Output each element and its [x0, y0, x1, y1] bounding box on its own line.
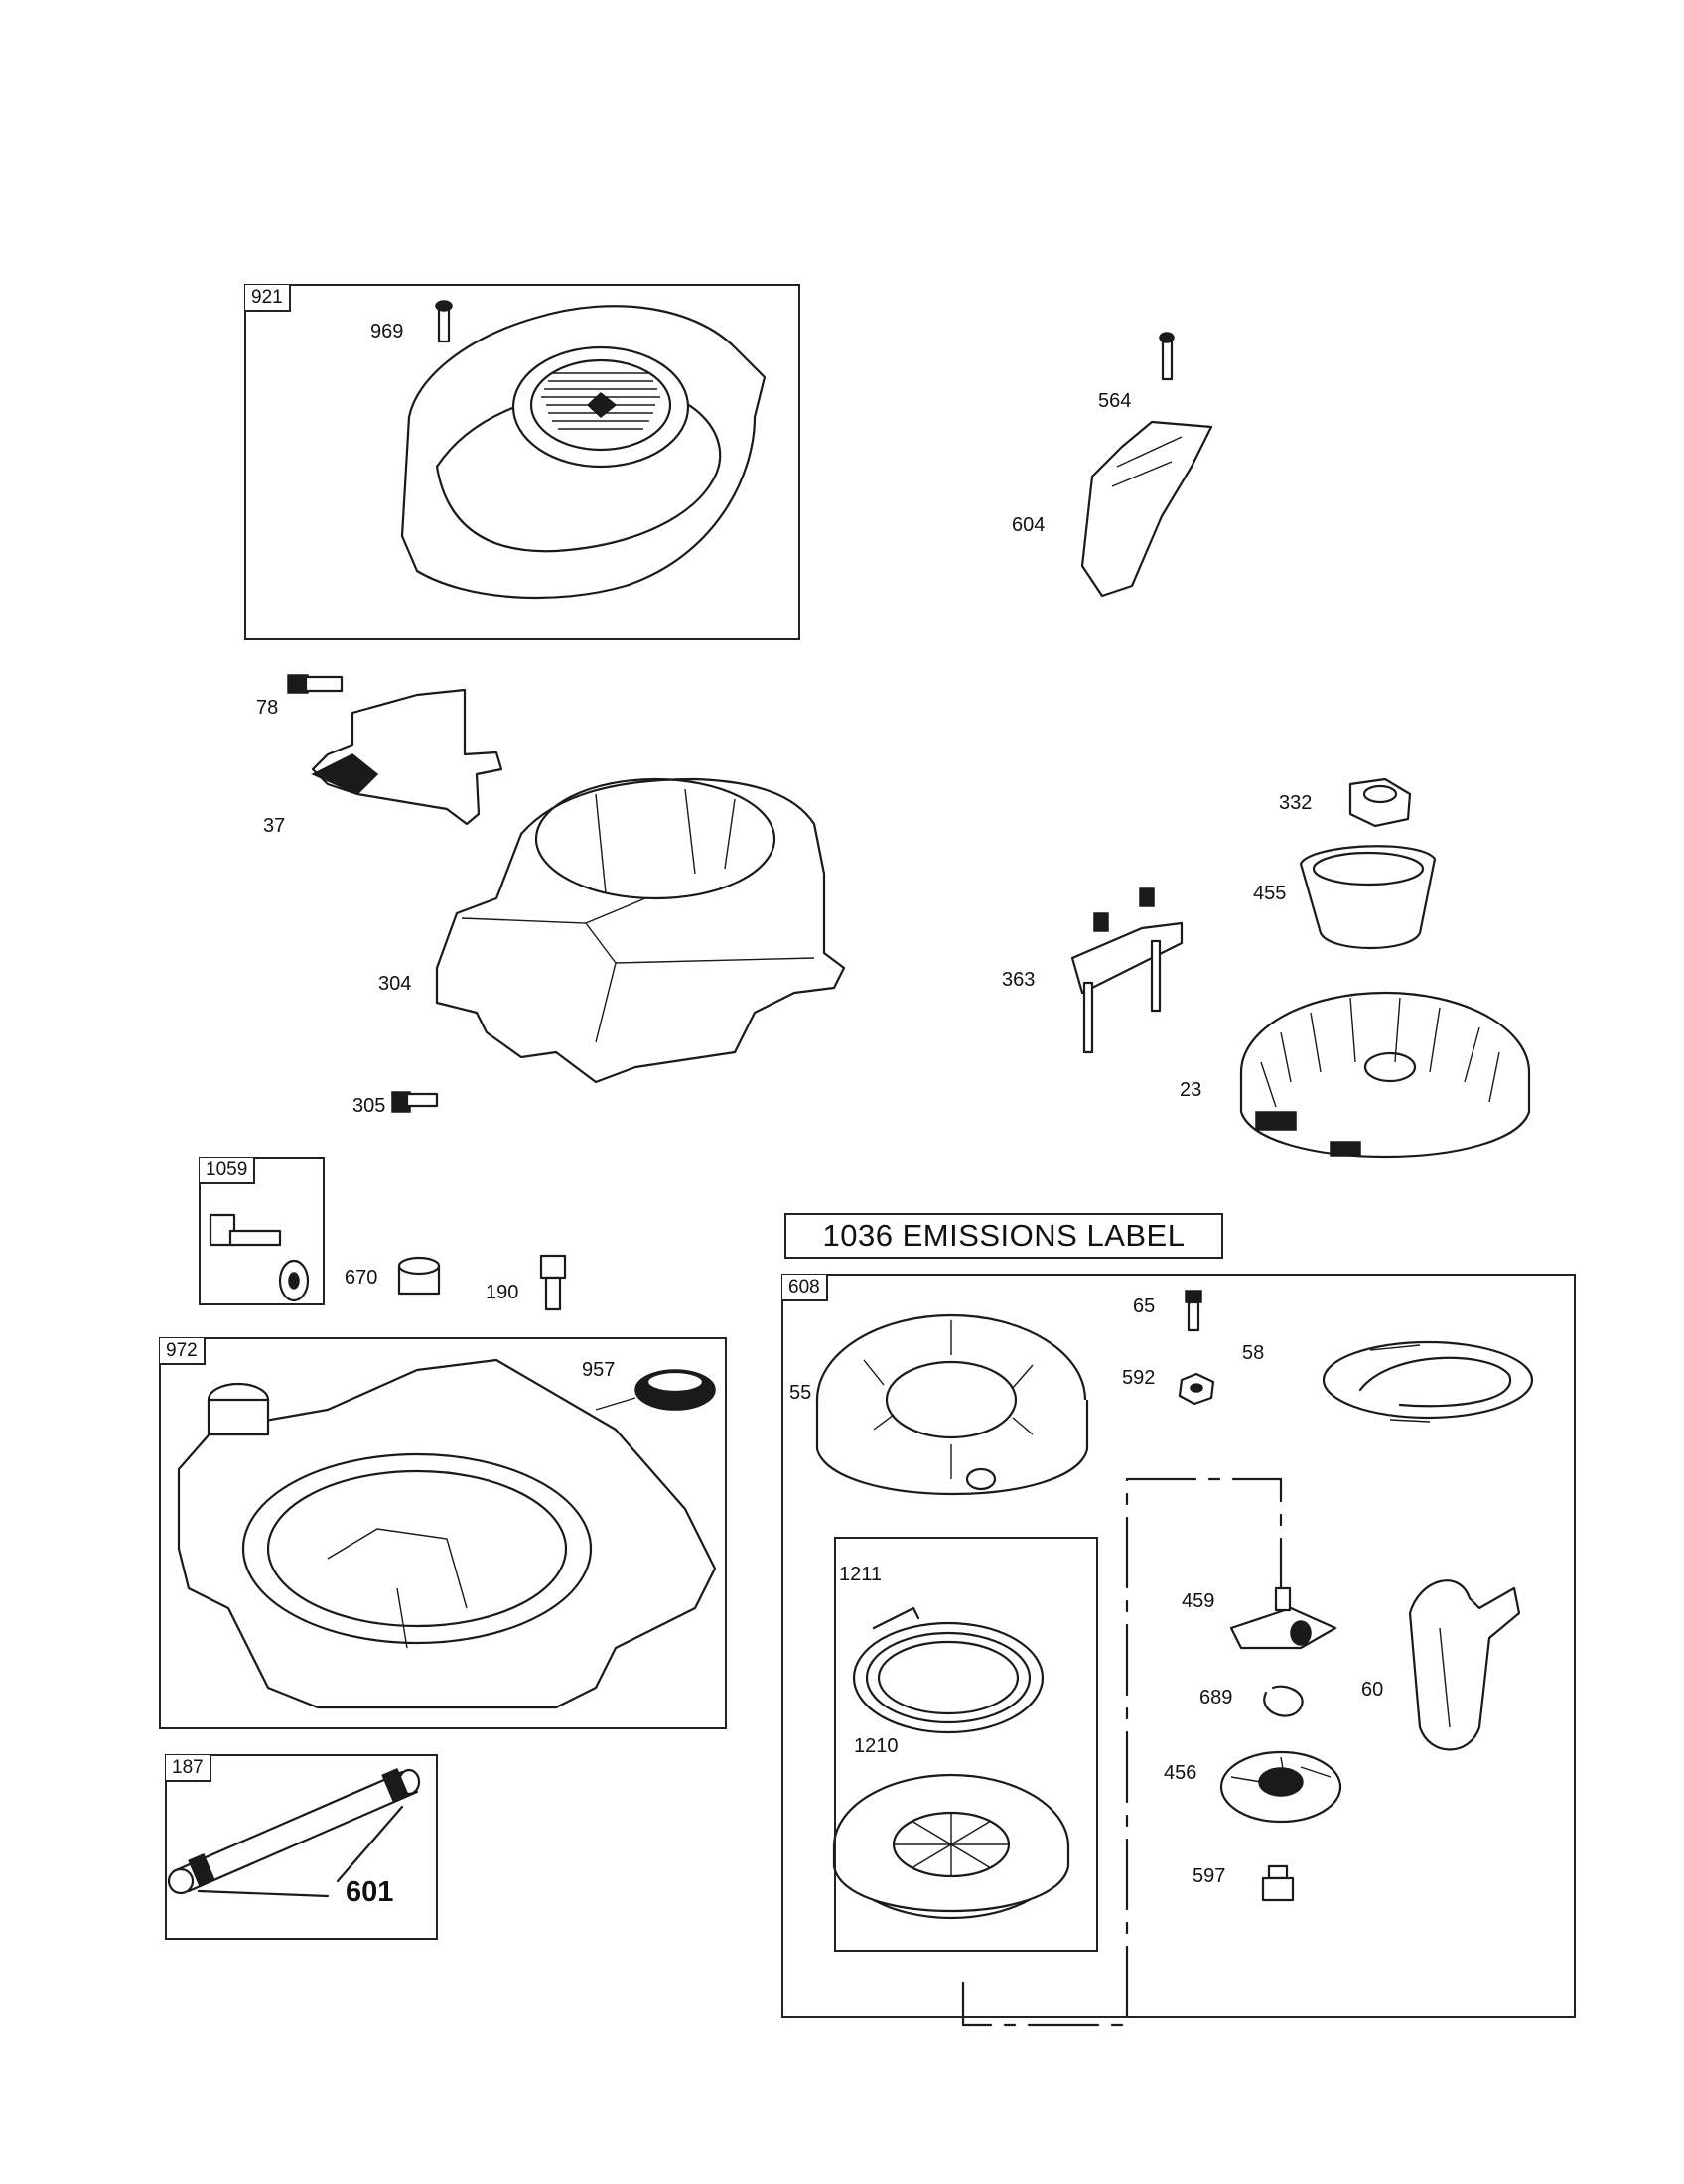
bolt-190-icon — [539, 1254, 567, 1311]
deflector-604 — [1080, 420, 1213, 598]
group-tag-1059: 1059 — [200, 1158, 256, 1184]
blower-housing-304 — [435, 777, 846, 1084]
starter-cup-455 — [1299, 845, 1437, 950]
part-label-23: 23 — [1180, 1079, 1202, 1101]
emissions-label-banner: 1036 EMISSIONS LABEL — [784, 1213, 1223, 1259]
part-label-459: 459 — [1182, 1590, 1215, 1612]
screw-65-icon — [1185, 1290, 1202, 1332]
spacer-670 — [397, 1256, 441, 1296]
part-label-363: 363 — [1002, 969, 1036, 991]
group-box-608: 608 — [781, 1274, 1576, 2018]
nut-592-icon — [1178, 1372, 1215, 1406]
bolt-78-icon — [287, 674, 344, 694]
part-label-78: 78 — [256, 697, 279, 719]
group-tag-972: 972 — [160, 1338, 206, 1365]
part-label-332: 332 — [1279, 792, 1313, 814]
part-label-957: 957 — [582, 1359, 616, 1381]
pawl-459 — [1229, 1586, 1337, 1650]
flywheel-23 — [1239, 991, 1531, 1159]
part-label-456: 456 — [1164, 1762, 1197, 1784]
part-label-190: 190 — [486, 1282, 519, 1303]
rope-58 — [1322, 1340, 1534, 1423]
blower-housing-cover — [400, 305, 767, 600]
muffler-bolt-1059 — [209, 1213, 310, 1302]
group-box-1059: 1059 — [199, 1157, 325, 1305]
part-label-601: 601 — [346, 1876, 394, 1908]
part-label-670: 670 — [345, 1267, 378, 1289]
starter-handle-60 — [1408, 1579, 1521, 1751]
part-label-455: 455 — [1253, 883, 1287, 904]
part-label-58: 58 — [1242, 1342, 1265, 1364]
fuel-cap-957 — [595, 1369, 716, 1411]
bolt-305-icon — [391, 1091, 439, 1113]
part-label-564: 564 — [1098, 390, 1132, 412]
screw-564-icon — [1159, 332, 1175, 381]
part-label-60: 60 — [1361, 1679, 1384, 1701]
group-tag-921: 921 — [245, 285, 291, 312]
part-label-689: 689 — [1199, 1687, 1233, 1708]
screw-969-icon — [435, 300, 453, 343]
group-box-187: 187 — [165, 1754, 438, 1940]
starter-subgroup-box — [834, 1537, 1098, 1952]
part-label-1211: 1211 — [839, 1564, 883, 1585]
bracket-363 — [1070, 887, 1184, 1054]
nut-332-icon — [1348, 777, 1412, 828]
part-label-37: 37 — [263, 815, 286, 837]
part-label-604: 604 — [1012, 514, 1046, 536]
fuel-line-187 — [167, 1768, 421, 1898]
ratchet-456 — [1219, 1750, 1342, 1824]
group-box-972: 972 — [159, 1337, 727, 1729]
pulley-1210 — [832, 1773, 1070, 1920]
group-box-921: 921 — [244, 284, 800, 640]
part-label-592: 592 — [1122, 1367, 1156, 1389]
rewind-spring-1211 — [852, 1606, 1045, 1734]
part-label-65: 65 — [1133, 1296, 1156, 1317]
retainer-689 — [1263, 1685, 1304, 1717]
part-label-969: 969 — [370, 321, 404, 342]
part-label-304: 304 — [378, 973, 412, 995]
part-label-597: 597 — [1193, 1865, 1226, 1887]
part-label-55: 55 — [789, 1382, 812, 1404]
part-label-305: 305 — [352, 1095, 386, 1117]
group-tag-608: 608 — [782, 1275, 828, 1301]
fuel-tank-972 — [177, 1358, 717, 1709]
screw-597-icon — [1261, 1864, 1295, 1902]
air-guide-37 — [311, 688, 503, 826]
part-label-1210: 1210 — [854, 1735, 899, 1757]
starter-housing-55 — [815, 1313, 1089, 1496]
group-tag-187: 187 — [166, 1755, 211, 1782]
